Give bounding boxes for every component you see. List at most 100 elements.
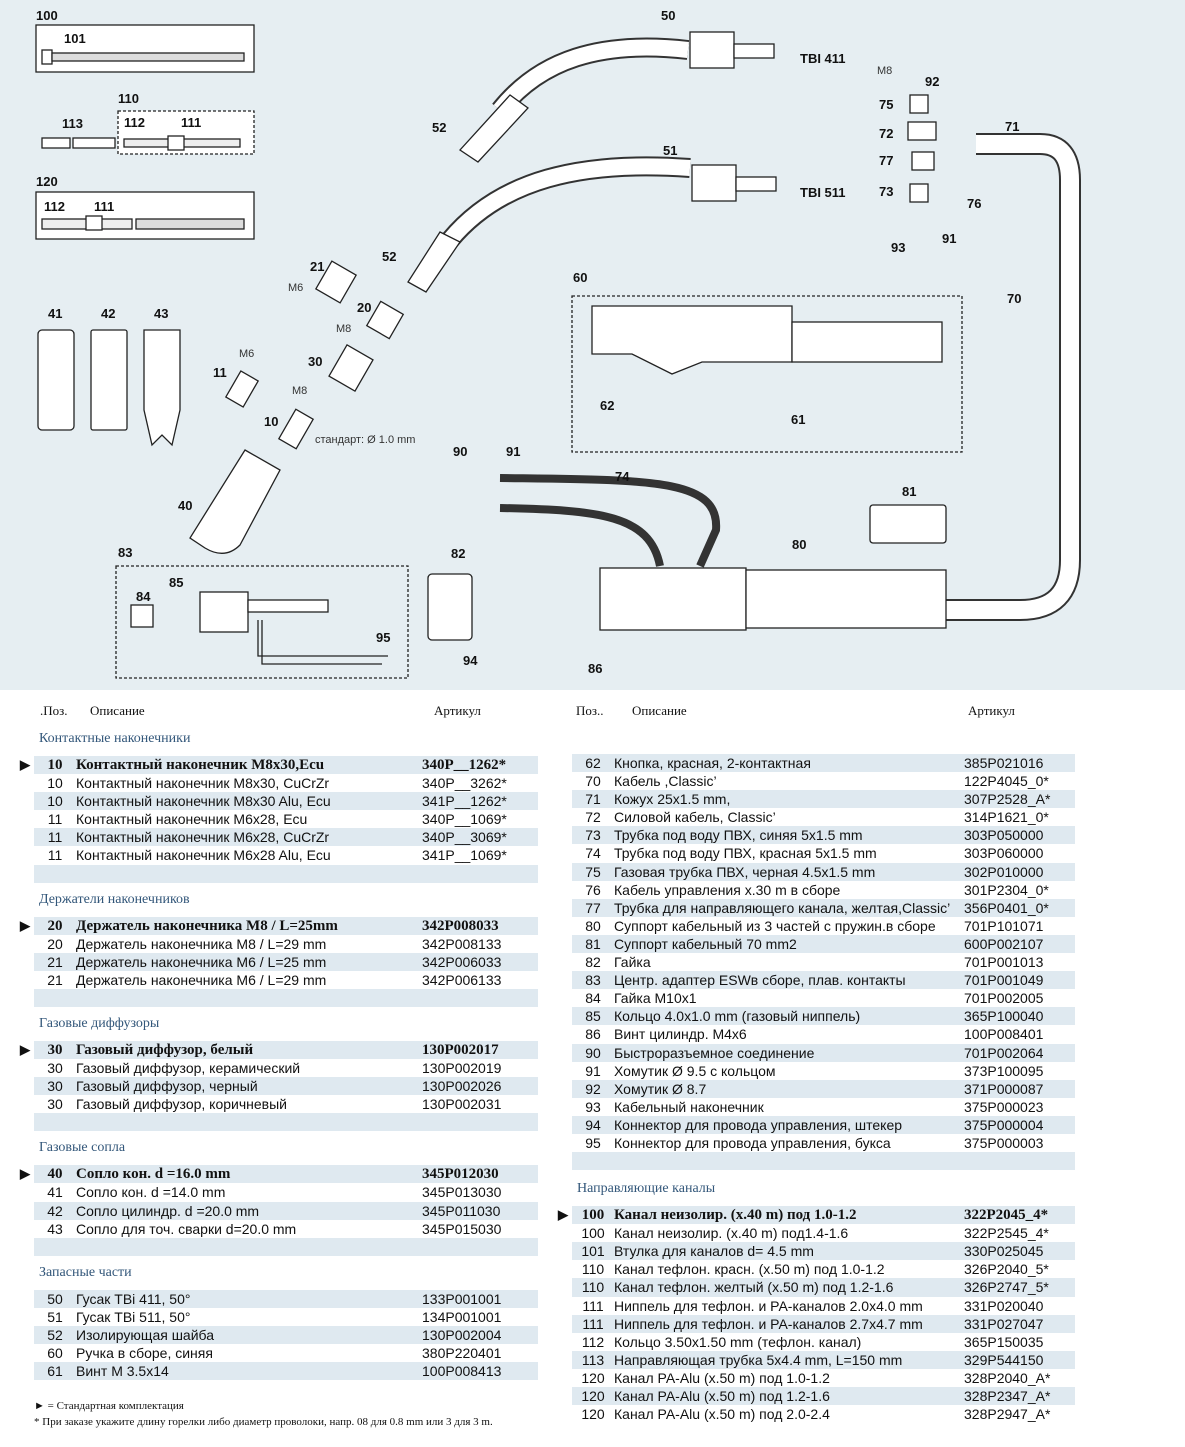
row-article: 328P2040_A* [964, 1369, 1051, 1386]
parts-drawing: 100 101 110 113 112 111 120 112 111 41 4… [35, 8, 1081, 679]
row-article: 345P011030 [422, 1202, 501, 1219]
row-article: 373P100095 [964, 1062, 1044, 1079]
row-description: Контактный наконечник M8x30,Ecu [76, 757, 325, 773]
row-article: 375P000023 [964, 1098, 1044, 1115]
row-description: Гайка [614, 954, 651, 971]
row-description: Ручка в сборе, синяя [76, 1344, 213, 1361]
row-description: Гайка M10x1 [614, 990, 697, 1007]
row-description: Канал PA-Alu (x.50 m) под 1.2-1.6 [614, 1388, 830, 1404]
row-article: 701P001049 [964, 972, 1044, 989]
row-description: Газовый диффузор, черный [76, 1078, 258, 1095]
row-description: Изолирующая шайба [76, 1326, 215, 1343]
row-article: 375P000004 [964, 1116, 1044, 1133]
row-article: 130P002017 [422, 1041, 499, 1058]
header-desc: Описание [90, 703, 145, 718]
row-description: Сопло для точ. сварки d=20.0 mm [76, 1220, 297, 1237]
row-article: 314P1621_0* [964, 809, 1049, 826]
row-article: 122P4045_0* [964, 773, 1049, 790]
row-pos: 110 [581, 1279, 605, 1296]
cable-70 [940, 133, 1081, 621]
row-description: Ниппель для тефлон. и PA-каналов 2.0x4.0… [614, 1297, 923, 1314]
standard-marker-icon: ▶ [20, 917, 30, 933]
section-title: Направляющие каналы [577, 1181, 716, 1197]
row-pos: 120 [581, 1369, 605, 1386]
row-pos: 71 [585, 791, 601, 808]
label-76: 76 [967, 196, 981, 211]
row-article: 342P006033 [422, 953, 502, 970]
handle-60 [591, 305, 793, 375]
row-description: Кабель ,Classic’ [614, 773, 717, 790]
label-40: 40 [178, 498, 192, 513]
row-article: 134P001001 [422, 1308, 502, 1325]
row-description: Центр. адаптер ESWв сборе, плав. контакт… [614, 972, 906, 989]
row-article: 345P015030 [422, 1220, 502, 1237]
table-header: Поз.. Описание Артикул [572, 700, 1075, 722]
row-pos: 101 [581, 1243, 605, 1260]
row-pos: 42 [47, 1202, 63, 1219]
row-article: 701P002064 [964, 1044, 1044, 1061]
gas-diffuser-30 [328, 344, 374, 392]
label-52b: 52 [382, 249, 396, 264]
row-article: 130P002004 [422, 1326, 502, 1343]
label-81: 81 [902, 484, 916, 499]
row-article: 326P2747_5* [964, 1279, 1049, 1296]
row-article: 326P2040_5* [964, 1261, 1049, 1278]
row-description: Силовой кабель, Classic’ [614, 809, 776, 826]
row-description: Контактный наконечник M6x28, Ecu [76, 811, 308, 828]
label-52a: 52 [432, 120, 446, 135]
row-pos: 113 [581, 1351, 605, 1368]
label-101: 101 [64, 31, 86, 46]
label-85: 85 [169, 575, 183, 590]
row-article: 328P2347_A* [964, 1388, 1051, 1404]
row-spacer [572, 1152, 1075, 1171]
nozzle-40 [189, 449, 281, 554]
row-pos: 111 [582, 1315, 604, 1332]
row-article: 340P__1069* [422, 811, 507, 828]
row-article: 375P000003 [964, 1134, 1044, 1151]
row-description: Гусак TBi 511, 50° [76, 1308, 191, 1325]
row-article: 100P008401 [964, 1026, 1044, 1043]
label-93: 93 [891, 240, 905, 255]
row-spacer [34, 1113, 538, 1132]
row-pos: 91 [585, 1062, 601, 1079]
row-article: 371P000087 [964, 1080, 1044, 1097]
label-91a: 91 [506, 444, 520, 459]
row-article: 329P544150 [964, 1351, 1044, 1368]
row-description: Кабель управления x.30 m в сборе [614, 881, 841, 898]
row-description: Держатель наконечника M6 / L=29 mm [76, 971, 327, 988]
row-description: Канал неизолир. (x.40 m) под 1.0-1.2 [614, 1207, 857, 1224]
row-pos: 41 [47, 1184, 63, 1201]
row-pos: 100 [581, 1207, 605, 1224]
label-43: 43 [154, 306, 168, 321]
label-91b: 91 [942, 231, 956, 246]
row-article: 303P060000 [964, 845, 1044, 862]
row-pos: 80 [585, 917, 601, 934]
row-pos: 30 [47, 1041, 63, 1058]
label-m8a: M8 [336, 323, 351, 335]
footnote-standard: ► = Стандартная комплектация [34, 1400, 184, 1412]
row-pos: 86 [585, 1026, 601, 1043]
row-pos: 21 [47, 971, 63, 988]
row-description: Газовый диффузор, белый [76, 1041, 254, 1058]
label-m6b: M6 [239, 348, 254, 360]
section-title: Газовые диффузоры [39, 1015, 160, 1031]
row-description: Трубка для направляющего канала, желтая,… [614, 899, 951, 916]
